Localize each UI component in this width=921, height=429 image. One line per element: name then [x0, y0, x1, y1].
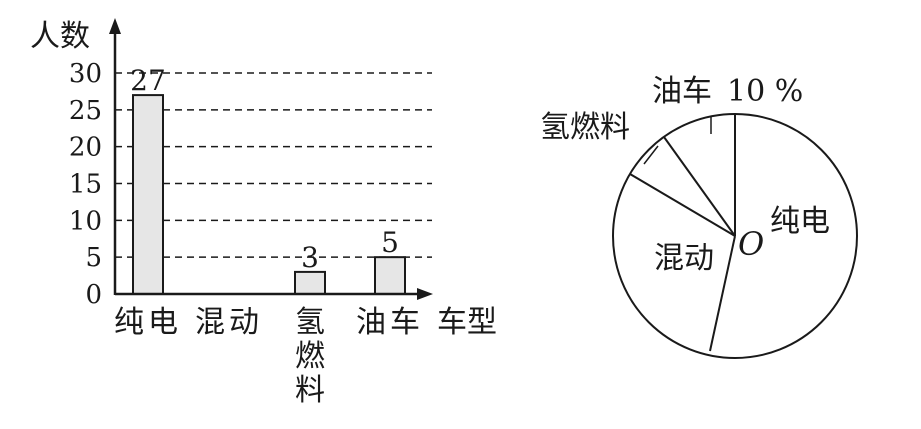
bar-chart: 0 5 10 15 20 25 30 27 纯电混动 3 氢燃料 5 油车 人数 车型: [30, 18, 497, 408]
x-tick-label-char: 氢: [295, 305, 325, 340]
pie-chart: 油车 10 % 氢燃料 混动 纯电 O: [540, 74, 858, 359]
x-tick-label-char: 燃: [295, 339, 325, 374]
bar-2: [294, 270, 326, 295]
bar-0: [132, 94, 164, 295]
pie-divider-electric-hybrid: [709, 235, 736, 352]
y-tick-label: 25: [69, 96, 102, 126]
y-tick-label: 10: [69, 206, 102, 236]
bar-value-label: 5: [381, 226, 399, 259]
pie-center-label: O: [738, 225, 764, 263]
y-tick-label: 15: [69, 170, 102, 200]
bar-value-label: 3: [301, 241, 319, 274]
y-tick-label: 20: [69, 133, 102, 163]
x-tick-label: 混动: [195, 305, 263, 340]
y-tick-label: 5: [85, 243, 102, 273]
x-axis-label: 车型: [437, 305, 497, 340]
pie-label-hydrogen: 氢燃料: [540, 110, 630, 145]
x-tick-label: 纯电: [114, 305, 182, 340]
pie-divider-hybrid-hydrogen: [629, 173, 736, 237]
pie-label-hybrid: 混动: [654, 241, 714, 276]
pie-label-electric: 纯电: [770, 204, 830, 239]
y-tick-label: 0: [85, 280, 102, 310]
leader-line-hydrogen: [643, 145, 659, 165]
pie-divider-hydrogen-oil: [663, 136, 736, 237]
x-tick-label: 油车: [356, 305, 424, 340]
y-axis-label: 人数: [30, 19, 90, 54]
y-axis-arrow: [109, 18, 121, 34]
x-tick-label-char: 料: [295, 373, 325, 408]
pie-label-oil-percent: 10 %: [727, 74, 803, 109]
y-tick-labels: 0 5 10 15 20 25 30: [69, 59, 102, 310]
y-tick-label: 30: [69, 59, 102, 89]
bar-value-label: 27: [130, 64, 166, 97]
bar-3: [374, 256, 406, 295]
bar-marks: 27 纯电混动 3 氢燃料 5 油车: [114, 64, 424, 408]
x-axis-arrow: [417, 288, 433, 300]
pie-label-oil: 油车: [652, 74, 712, 109]
